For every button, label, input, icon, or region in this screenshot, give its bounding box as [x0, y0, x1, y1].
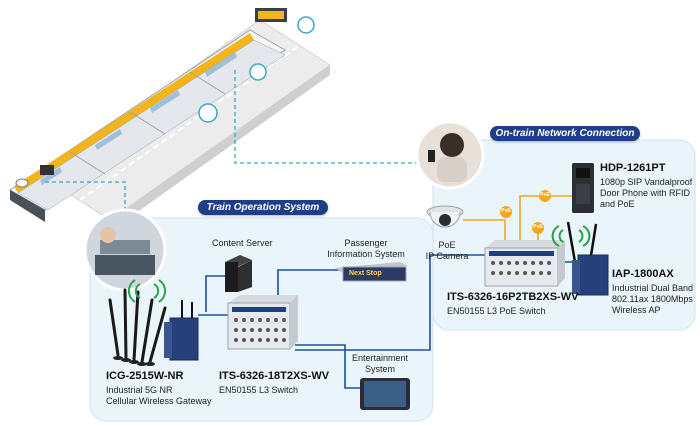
- l3-switch-desc: EN50155 L3 Switch: [219, 385, 299, 395]
- on-train-title: On-train Network Connection: [490, 126, 640, 141]
- passenger-photo: [415, 120, 485, 190]
- pis-screen-text: Next Stop: [349, 270, 382, 277]
- door-phone-desc-line1: 1080p SIP Vandalproof: [600, 177, 693, 187]
- poe-badge-camera: PoE: [501, 208, 511, 214]
- access-point-graphic: [551, 221, 609, 296]
- train-operation-title: Train Operation System: [198, 200, 328, 215]
- station-platform: [39, 19, 331, 230]
- poe-badge-phone-dot: [539, 190, 551, 202]
- gateway-graphic: [108, 279, 199, 366]
- access-point-model: IAP-1800AX: [612, 268, 674, 280]
- gateway-desc-line2: Cellular Wireless Gateway: [106, 396, 212, 406]
- door-phone-desc-line3: and PoE: [600, 199, 635, 209]
- train: [9, 8, 315, 222]
- camera-graphic: [426, 205, 464, 228]
- pis-label-line2: Information System: [327, 249, 405, 259]
- access-point-desc-line2: 802.11ax 1800Mbps: [612, 294, 693, 304]
- content-server-graphic: [225, 255, 252, 292]
- entertainment-tablet-graphic: [360, 378, 410, 410]
- entertainment-label-line1: Entertainment: [351, 353, 409, 363]
- pis-display-graphic: [335, 262, 408, 282]
- poe-badge-camera-dot: [500, 206, 512, 218]
- poe-switch-desc: EN50155 L3 PoE Switch: [447, 306, 546, 316]
- poe-switch-model: ITS-6326-16P2TB2XS-WV: [447, 291, 579, 303]
- entertainment-label-line2: System: [364, 364, 396, 374]
- dashed-connectors: [45, 70, 420, 218]
- poe-switch-graphic: [484, 240, 565, 287]
- pis-label-line1: Passenger: [344, 238, 388, 248]
- camera-label-line1: PoE: [438, 240, 456, 250]
- poe-badge-ap: PoE: [533, 224, 543, 230]
- gateway-model: ICG-2515W-NR: [106, 370, 184, 382]
- poe-badge-phone: PoE: [540, 192, 550, 198]
- door-phone-model: HDP-1261PT: [600, 162, 666, 174]
- access-point-desc-line3: Wireless AP: [612, 305, 661, 315]
- camera-label-line2: IP Camera: [425, 251, 469, 261]
- driver-cab-photo: [83, 208, 167, 292]
- door-phone-graphic: [572, 163, 594, 213]
- door-phone-desc-line2: Door Phone with RFID: [600, 188, 691, 198]
- access-point-desc-line1: Industrial Dual Band: [612, 283, 694, 293]
- l3-switch-graphic: [227, 295, 298, 350]
- content-server-label: Content Server: [212, 238, 273, 248]
- poe-badge-ap-dot: [532, 222, 544, 234]
- gateway-desc-line1: Industrial 5G NR: [106, 385, 173, 395]
- l3-switch-model: ITS-6326-18T2XS-WV: [219, 370, 330, 382]
